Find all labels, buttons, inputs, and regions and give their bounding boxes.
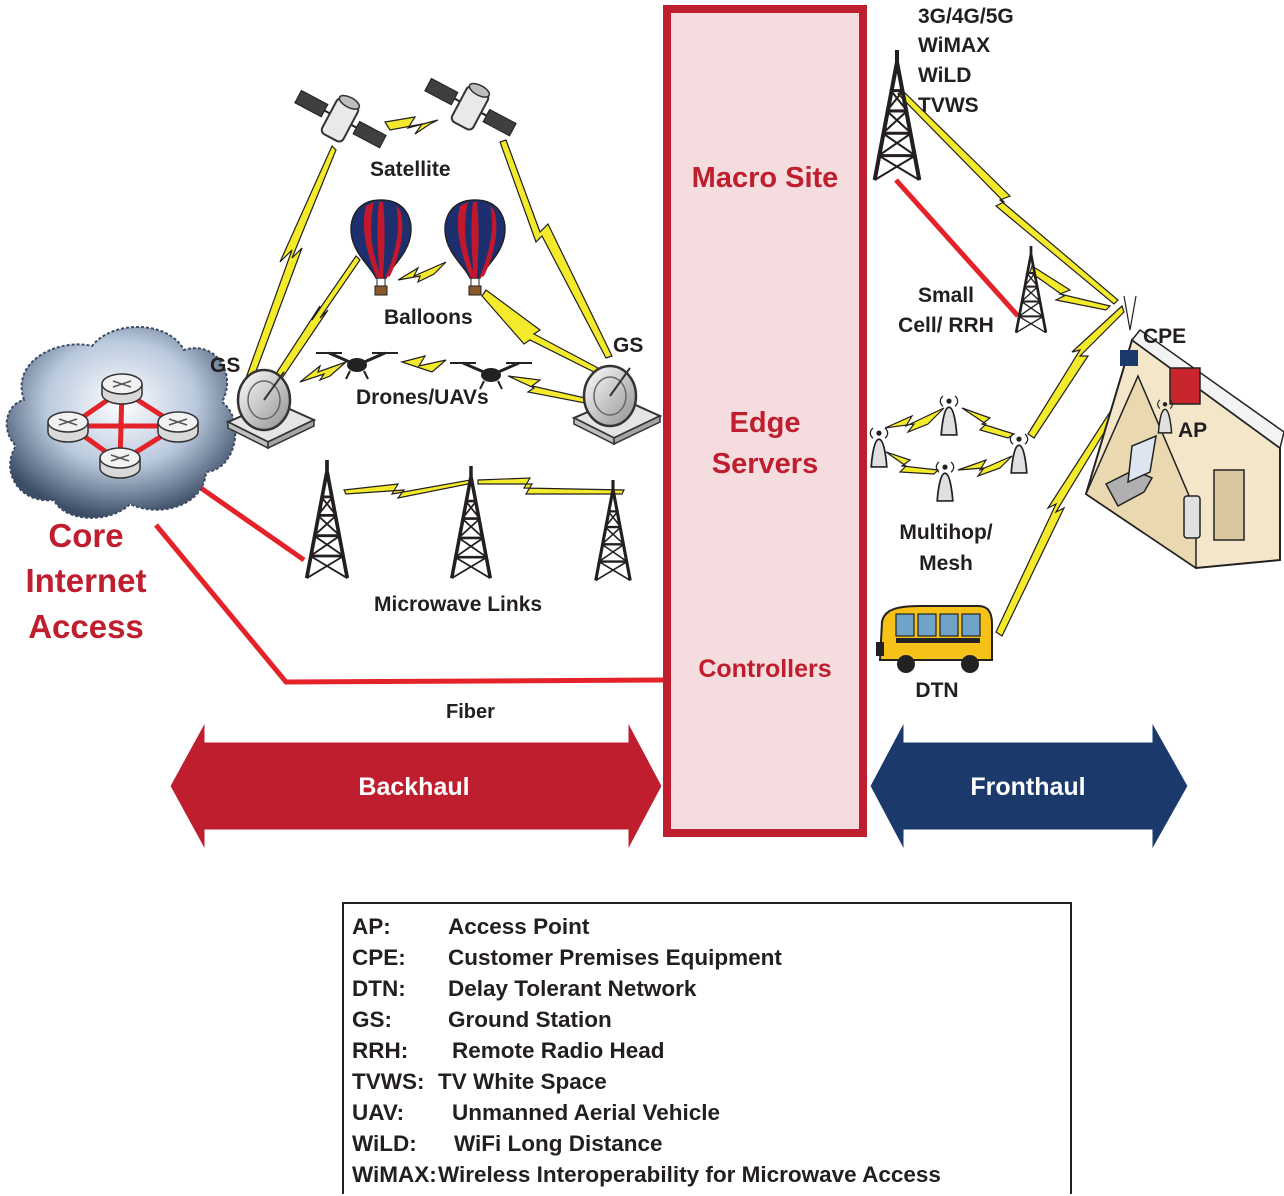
balloon-icon <box>350 199 412 296</box>
satellite-icon <box>420 78 520 138</box>
legend-abbr: AP: <box>352 914 391 939</box>
gs-right-label: GS <box>613 334 643 357</box>
small-cell-line: Cell/ RRH <box>898 314 994 337</box>
macro-site-label: Macro Site <box>692 162 839 194</box>
controllers-label: Controllers <box>698 655 831 683</box>
microwave-tower-icon <box>596 480 631 580</box>
dtn-ap-link <box>995 411 1115 637</box>
core-line: Internet <box>25 562 146 599</box>
abbreviation-legend: AP: Access Point CPE: Customer Premises … <box>342 902 1072 1194</box>
legend-definition: Ground Station <box>448 1007 612 1032</box>
mesh-line: Mesh <box>919 552 973 575</box>
router-icon <box>157 411 199 443</box>
dtn-bus-icon <box>876 605 993 673</box>
microwave-label: Microwave Links <box>374 593 542 616</box>
satellite-label: Satellite <box>370 158 451 181</box>
balloons-label: Balloons <box>384 306 473 329</box>
small-cell-tower-icon <box>1014 246 1048 334</box>
legend-abbr: UAV: <box>352 1100 405 1125</box>
fiber-label: Fiber <box>446 701 495 723</box>
microwave-tower-icon <box>307 460 348 578</box>
balloon-link <box>397 261 447 284</box>
mesh-link-3 <box>885 451 940 475</box>
drone-link-mid <box>399 355 447 373</box>
gs-left-label: GS <box>210 354 240 377</box>
router-icon <box>101 373 143 405</box>
router-icon <box>99 447 141 479</box>
mesh-antenna-icon <box>869 427 889 468</box>
legend-abbr: CPE: <box>352 945 406 970</box>
tech-label: 3G/4G/5G WiMAX WiLD TVWS <box>918 5 1014 117</box>
legend-definition: TV White Space <box>438 1069 607 1094</box>
mesh-cpe-link <box>1027 304 1125 439</box>
gs-satellite-link-left <box>245 144 337 383</box>
mesh-antenna-icon <box>939 395 959 436</box>
edge-panel <box>663 5 867 837</box>
microwave-link-2 <box>477 477 625 495</box>
cpe-antenna-icon <box>1123 295 1137 331</box>
mesh-antenna-icon <box>935 461 955 502</box>
gs-balloon-link <box>267 255 361 391</box>
balloon-icon <box>444 199 506 296</box>
core-microwave-link <box>196 483 306 563</box>
mesh-link-2 <box>961 407 1016 439</box>
fronthaul-label: Fronthaul <box>970 773 1085 801</box>
mesh-label: Multihop/ Mesh <box>899 521 992 575</box>
core-internet-cloud <box>5 326 237 519</box>
legend-abbr: WiMAX: <box>352 1162 437 1187</box>
router-icon <box>47 411 89 443</box>
tech-line: 3G/4G/5G <box>918 5 1014 28</box>
core-label: Core Internet Access <box>25 517 146 645</box>
legend-definition: Wireless Interoperability for Microwave … <box>438 1162 941 1187</box>
macro-cpe-link <box>897 89 1119 305</box>
legend-definition: Unmanned Aerial Vehicle <box>452 1100 721 1125</box>
legend-abbr: RRH: <box>352 1038 409 1063</box>
edge-line: Edge <box>730 407 801 439</box>
legend-definition: Access Point <box>448 914 590 939</box>
ground-station-dish-icon <box>572 364 662 446</box>
macro-smallcell-link <box>894 178 1020 318</box>
small-cell-label: Small Cell/ RRH <box>898 284 994 337</box>
drone-link-left <box>299 361 347 383</box>
home-icon <box>1084 295 1284 570</box>
legend-abbr: WiLD: <box>352 1131 417 1156</box>
fiber-link <box>154 523 669 685</box>
core-line: Access <box>28 608 144 645</box>
tech-line: WiLD <box>918 64 971 87</box>
edge-line: Servers <box>712 448 818 480</box>
backhaul-arrow <box>169 721 663 851</box>
legend-definition: WiFi Long Distance <box>454 1131 663 1156</box>
mesh-link-4 <box>957 455 1013 478</box>
gs-satellite-link-right <box>499 139 613 359</box>
drones-label: Drones/UAVs <box>356 386 489 409</box>
backhaul-label: Backhaul <box>358 773 469 801</box>
legend-abbr: GS: <box>352 1007 393 1032</box>
microwave-link-1 <box>343 479 472 499</box>
satellite-icon <box>290 90 390 150</box>
tech-line: TVWS <box>918 94 979 117</box>
legend-definition: Customer Premises Equipment <box>448 945 782 970</box>
small-cell-line: Small <box>918 284 974 307</box>
edge-servers-label: Edge Servers <box>712 407 818 480</box>
drone-link-right <box>507 375 596 405</box>
legend-definition: Delay Tolerant Network <box>448 976 697 1001</box>
mesh-line: Multihop/ <box>899 521 992 544</box>
tech-line: WiMAX <box>918 34 990 57</box>
dtn-label: DTN <box>915 679 958 702</box>
satellite-link <box>384 116 439 135</box>
wireless-links <box>245 89 1125 637</box>
legend-abbr: DTN: <box>352 976 406 1001</box>
legend-definition: Remote Radio Head <box>452 1038 665 1063</box>
mesh-nodes <box>869 395 1029 502</box>
cpe-label: CPE <box>1143 325 1186 348</box>
legend-abbr: TVWS: <box>352 1069 425 1094</box>
core-line: Core <box>48 517 123 554</box>
macro-tower-icon <box>875 50 920 180</box>
ap-label: AP <box>1178 419 1207 442</box>
smallcell-cpe-link <box>1029 265 1112 311</box>
fronthaul-arrow <box>869 720 1189 852</box>
mesh-antenna-icon <box>1009 433 1029 474</box>
mesh-link-1 <box>884 407 945 434</box>
